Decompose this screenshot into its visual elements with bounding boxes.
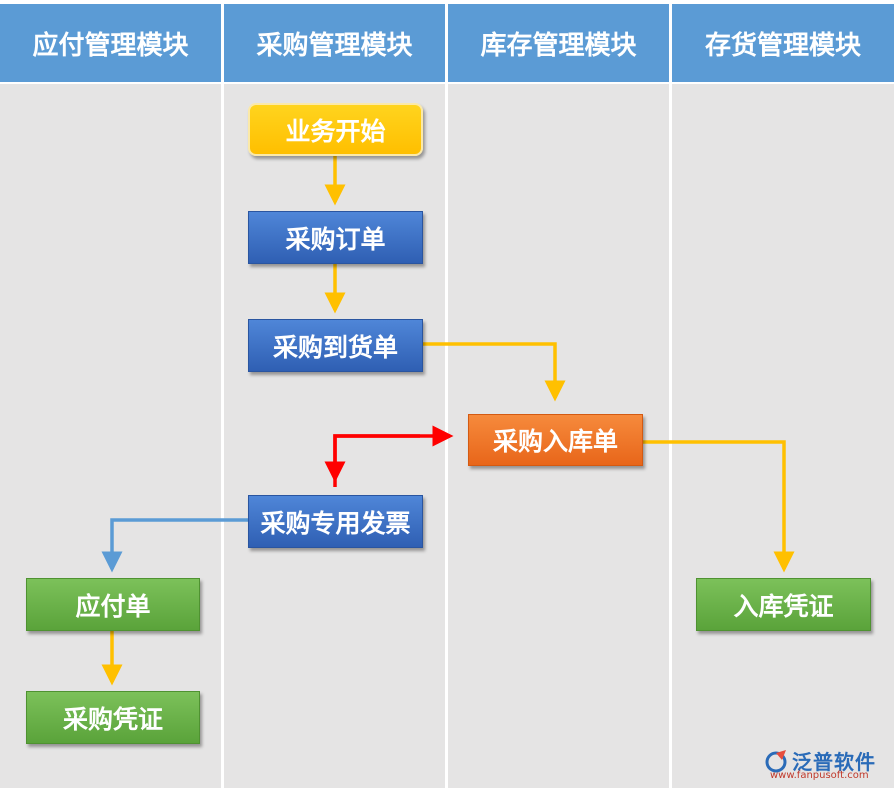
arrow-invoice-to-receipt [333, 425, 454, 487]
column-header-inventory: 存货管理模块 [672, 4, 894, 82]
node-receipt-voucher: 入库凭证 [696, 578, 871, 631]
node-business-start: 业务开始 [248, 103, 423, 156]
swimlane-inventory [672, 84, 894, 788]
arrow-arrival-to-receipt [423, 342, 566, 402]
arrow-receipt-to-voucher [643, 440, 795, 573]
brand-logo: 泛普软件 www.fanpusoft.com [760, 746, 890, 784]
logo-name: 泛普软件 [792, 750, 876, 774]
column-header-warehouse: 库存管理模块 [448, 4, 669, 82]
node-purchase-invoice: 采购专用发票 [248, 495, 423, 548]
arrow-invoice-to-payable [101, 518, 248, 573]
node-purchase-voucher: 采购凭证 [26, 691, 200, 744]
column-header-purchasing: 采购管理模块 [224, 4, 445, 82]
column-header-payables: 应付管理模块 [0, 4, 221, 82]
node-arrival-note: 采购到货单 [248, 319, 423, 372]
node-purchase-order: 采购订单 [248, 211, 423, 264]
arrow-receipt-to-invoice [324, 434, 420, 483]
logo-url: www.fanpusoft.com [770, 770, 869, 781]
node-warehouse-receipt: 采购入库单 [468, 414, 643, 466]
node-payable: 应付单 [26, 578, 200, 631]
logo-mark-icon [765, 750, 787, 773]
